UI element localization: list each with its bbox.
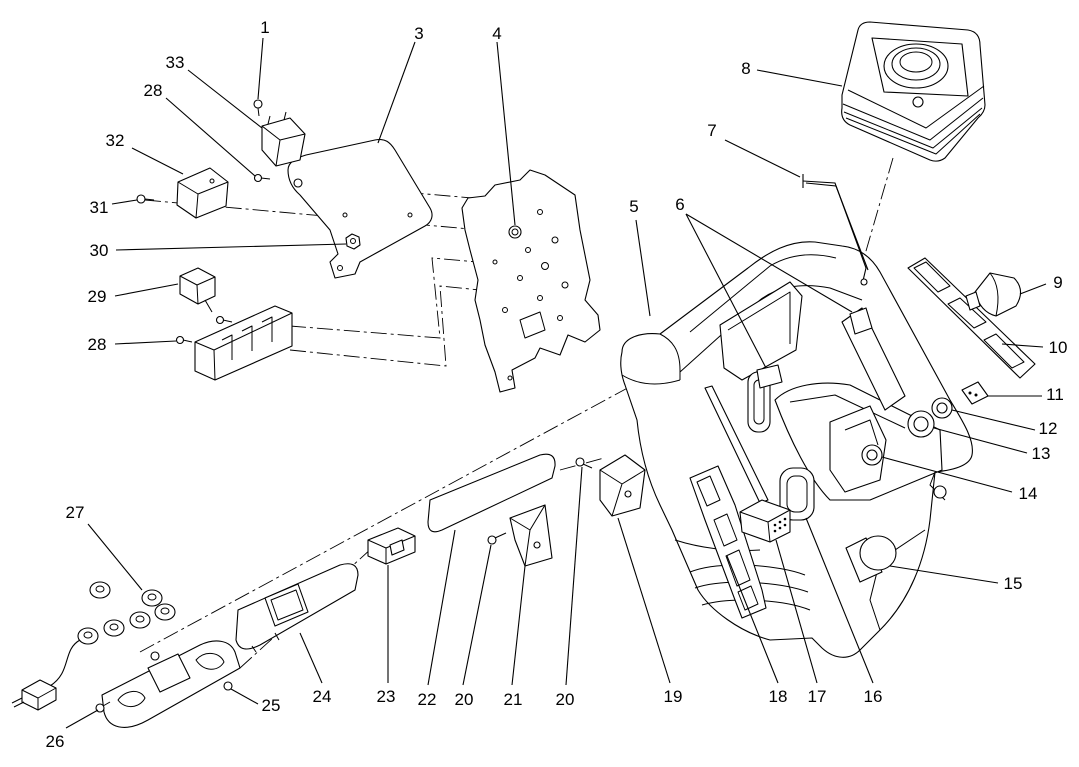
part-7: [802, 174, 869, 286]
part-5: [620, 241, 973, 658]
part-16: [779, 467, 815, 521]
callout-17: 17: [808, 687, 827, 706]
callout-24: 24: [313, 687, 332, 706]
callout-30: 30: [90, 241, 109, 260]
callout-20-left: 20: [455, 690, 474, 709]
callout-21: 21: [504, 690, 523, 709]
callout-27: 27: [66, 503, 85, 522]
callout-8: 8: [741, 59, 750, 78]
part-11: [961, 381, 989, 405]
part-13: [907, 410, 935, 438]
callout-labels: 1 3 4 33 28 32 31 30 29 28 8 7 5 6 9 10 …: [46, 18, 1068, 751]
callout-18: 18: [769, 687, 788, 706]
callout-20-right: 20: [556, 690, 575, 709]
callout-3: 3: [414, 24, 423, 43]
callout-33: 33: [166, 53, 185, 72]
part-23: [367, 527, 416, 565]
callout-28-lower: 28: [88, 335, 107, 354]
part-30: [345, 233, 361, 250]
callout-4: 4: [492, 24, 501, 43]
part-22: [427, 453, 556, 533]
callout-28-upper: 28: [144, 81, 163, 100]
part-32: [176, 167, 229, 219]
callout-19: 19: [664, 687, 683, 706]
part-12: [931, 397, 953, 419]
callout-11: 11: [1046, 385, 1064, 404]
callout-6: 6: [675, 195, 684, 214]
callout-9: 9: [1053, 273, 1062, 292]
part-29: [179, 267, 216, 313]
part-8: [841, 21, 986, 162]
leader-lines: [65, 37, 1047, 729]
part-10: [907, 257, 1036, 379]
part-19: [599, 454, 646, 517]
part-20-left: [487, 532, 507, 545]
part-15: [845, 535, 897, 583]
part-9: [965, 272, 1022, 317]
part-21: [509, 504, 553, 567]
callout-7: 7: [707, 121, 716, 140]
part-31: [136, 194, 155, 204]
callout-15: 15: [1004, 574, 1023, 593]
callout-14: 14: [1019, 484, 1038, 503]
callout-25: 25: [262, 696, 281, 715]
callout-32: 32: [106, 131, 125, 150]
callout-1: 1: [260, 18, 269, 37]
callout-13: 13: [1032, 444, 1051, 463]
part-4: [461, 169, 601, 393]
part-28-upper: [253, 173, 271, 183]
callout-23: 23: [377, 687, 396, 706]
part-28-lower: [175, 305, 293, 381]
part-20-right: [575, 457, 593, 469]
part-6: [704, 307, 873, 504]
part-3: [287, 138, 433, 279]
part-1: [253, 99, 263, 117]
callout-29: 29: [88, 287, 107, 306]
part-14: [829, 405, 887, 493]
callout-16: 16: [864, 687, 883, 706]
callout-22: 22: [418, 690, 437, 709]
callout-26: 26: [46, 732, 65, 751]
callout-12: 12: [1039, 419, 1058, 438]
part-18: [689, 465, 767, 619]
callout-31: 31: [90, 198, 109, 217]
callout-10: 10: [1049, 338, 1068, 357]
part-25: [101, 640, 241, 728]
part-33: [261, 111, 306, 167]
callout-5: 5: [629, 197, 638, 216]
part-24: [235, 563, 359, 653]
part-17: [739, 499, 791, 543]
part-27: [11, 581, 176, 711]
